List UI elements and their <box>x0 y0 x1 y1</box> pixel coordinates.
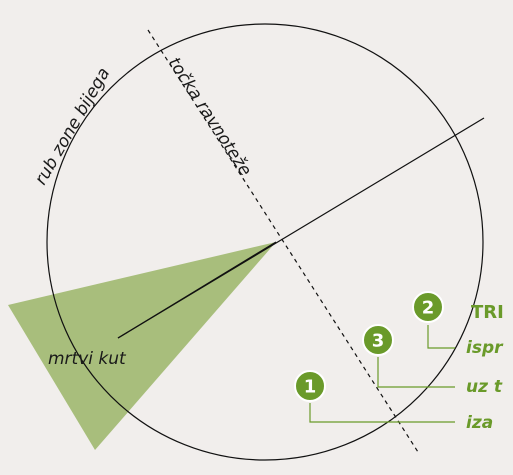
point-of-balance-label: točka ravnoteže <box>164 54 256 180</box>
legend-badge-1: 1 <box>294 370 455 423</box>
flight-zone-edge-label: rub zone bijega <box>31 64 114 188</box>
legend-title: TRI <box>471 302 504 323</box>
blind-spot-label: mrtvi kut <box>48 349 127 369</box>
blind-zone-wedge <box>8 242 276 450</box>
axis-to-center-line <box>117 241 277 339</box>
point-of-balance-line <box>147 29 419 453</box>
legend-badge-3: 3 <box>362 324 455 388</box>
legend-text-1: iza <box>466 413 493 433</box>
legend-number-2: 2 <box>422 298 435 319</box>
legend-text-3: uz t <box>466 377 503 397</box>
legend-number-3: 3 <box>372 331 385 352</box>
legend-number-1: 1 <box>304 377 317 398</box>
legend-badge-2: 2 <box>412 291 455 349</box>
flight-zone-circle <box>46 23 484 461</box>
legend-text-2: ispr <box>466 338 504 358</box>
